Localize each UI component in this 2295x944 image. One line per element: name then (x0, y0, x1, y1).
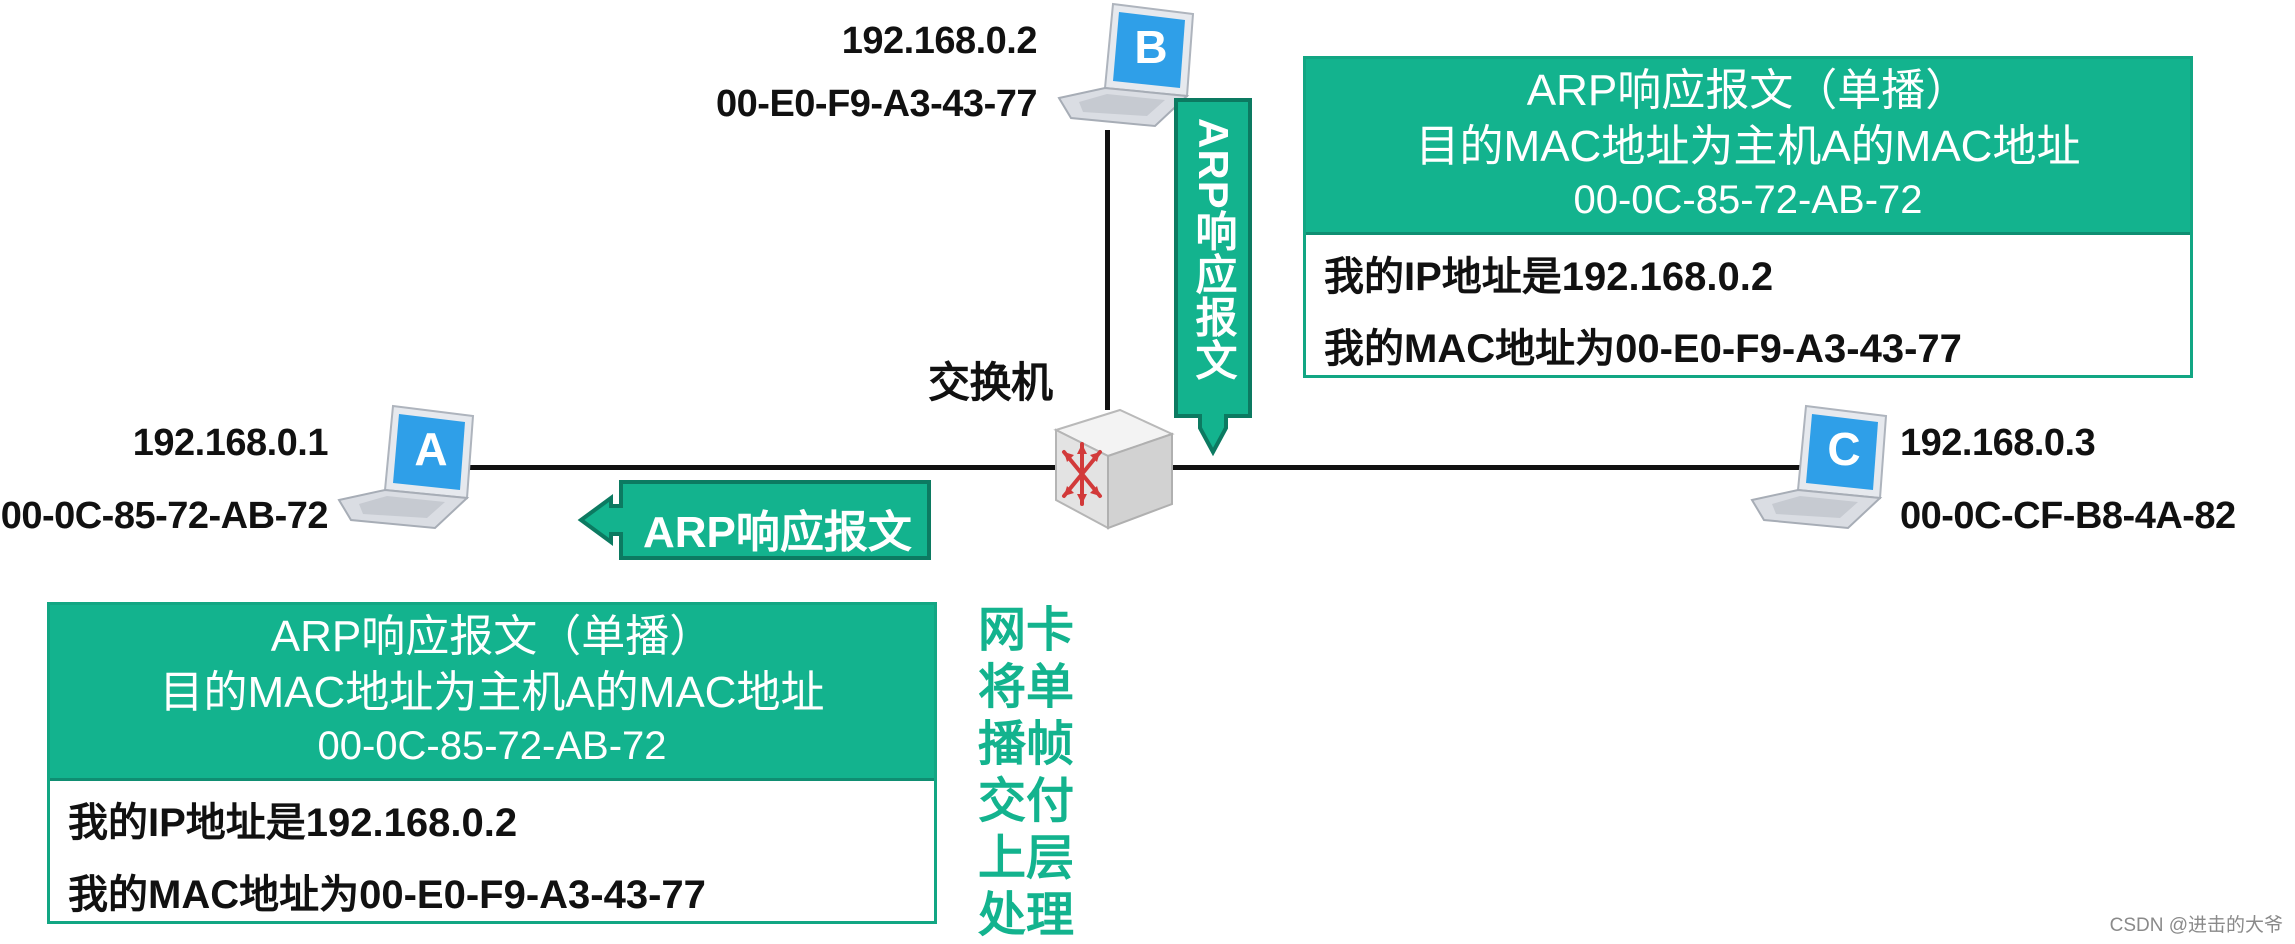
host-c-letter: C (1818, 426, 1870, 472)
host-a-mac: 00-0C-85-72-AB-72 (1, 497, 328, 535)
note-line-1: 网卡 (966, 602, 1086, 659)
link-switch-c (1160, 465, 1810, 470)
watermark: CSDN @进击的大爷 (2110, 910, 2283, 937)
frame-bottom-title: ARP响应报文（单播） (50, 609, 934, 665)
note-line-4: 交付 (966, 773, 1086, 830)
frame-top-dest-mac: 00-0C-85-72-AB-72 (1306, 175, 2190, 226)
frame-top-dest: 目的MAC地址为主机A的MAC地址 (1306, 119, 2190, 175)
frame-bottom-header: ARP响应报文（单播） 目的MAC地址为主机A的MAC地址 00-0C-85-7… (50, 605, 934, 781)
frame-bottom-mac-line: 我的MAC地址为00-E0-F9-A3-43-77 (68, 859, 934, 931)
arp-reply-frame-bottom: ARP响应报文（单播） 目的MAC地址为主机A的MAC地址 00-0C-85-7… (47, 602, 937, 924)
frame-bottom-ip-line: 我的IP地址是192.168.0.2 (68, 787, 934, 859)
left-arrow-label: ARP响应报文 (643, 496, 912, 560)
host-c-mac: 00-0C-CF-B8-4A-82 (1900, 497, 2236, 535)
arp-reply-frame-top: ARP响应报文（单播） 目的MAC地址为主机A的MAC地址 00-0C-85-7… (1303, 56, 2193, 378)
down-arrow-label: ARP响应报文 (1192, 118, 1234, 382)
host-a-laptop-icon: A (335, 400, 480, 535)
frame-top-header: ARP响应报文（单播） 目的MAC地址为主机A的MAC地址 00-0C-85-7… (1306, 59, 2190, 235)
frame-bottom-dest: 目的MAC地址为主机A的MAC地址 (50, 665, 934, 721)
host-a-ip: 192.168.0.1 (133, 424, 328, 462)
switch-icon (1048, 400, 1178, 535)
note-line-3: 播帧 (966, 716, 1086, 773)
frame-top-title: ARP响应报文（单播） (1306, 63, 2190, 119)
host-a-letter: A (405, 426, 457, 472)
nic-delivery-note: 网卡 将单 播帧 交付 上层 处理 (966, 602, 1086, 944)
switch-label: 交换机 (928, 362, 1053, 404)
host-c-ip: 192.168.0.3 (1900, 424, 2095, 462)
frame-bottom-dest-mac: 00-0C-85-72-AB-72 (50, 721, 934, 772)
link-b-switch (1105, 130, 1110, 410)
note-line-2: 将单 (966, 659, 1086, 716)
host-b-letter: B (1125, 24, 1177, 70)
host-b-ip: 192.168.0.2 (842, 22, 1037, 60)
frame-bottom-body: 我的IP地址是192.168.0.2 我的MAC地址为00-E0-F9-A3-4… (50, 781, 934, 931)
host-c-laptop-icon: C (1748, 400, 1893, 535)
note-line-5: 上层 (966, 830, 1086, 887)
frame-top-mac-line: 我的MAC地址为00-E0-F9-A3-43-77 (1324, 313, 2190, 385)
frame-top-body: 我的IP地址是192.168.0.2 我的MAC地址为00-E0-F9-A3-4… (1306, 235, 2190, 385)
link-a-switch (470, 465, 1090, 470)
note-line-6: 处理 (966, 887, 1086, 944)
host-b-mac: 00-E0-F9-A3-43-77 (716, 85, 1037, 123)
frame-top-ip-line: 我的IP地址是192.168.0.2 (1324, 241, 2190, 313)
